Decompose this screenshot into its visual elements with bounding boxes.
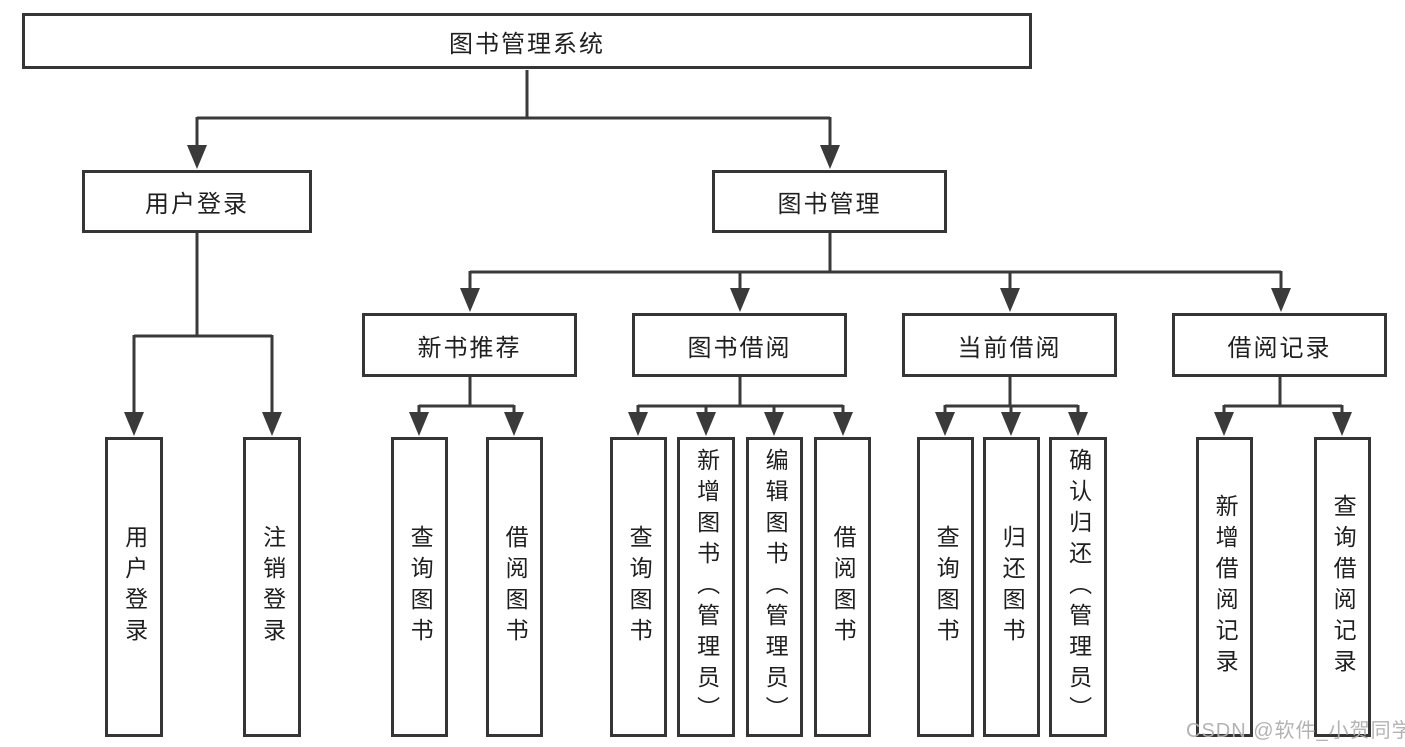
node-leaf-logout: 注销登录 <box>243 437 301 737</box>
node-leaf-query-books-2: 查询图书 <box>610 437 667 737</box>
node-leaf-query-borrow-record: 查询借阅记录 <box>1314 437 1371 737</box>
node-current-borrow: 当前借阅 <box>902 313 1117 377</box>
node-library-management-system: 图书管理系统 <box>22 13 1032 69</box>
watermark: CSDN @软件_小贺同学 <box>1186 720 1405 742</box>
node-book-management: 图书管理 <box>712 170 947 233</box>
node-leaf-edit-books-admin: 编辑图书（管理员） <box>746 437 803 737</box>
node-leaf-add-books-admin: 新增图书（管理员） <box>677 437 735 737</box>
node-leaf-query-books-1: 查询图书 <box>391 437 448 737</box>
node-leaf-add-borrow-record: 新增借阅记录 <box>1196 437 1253 737</box>
node-leaf-return-books: 归还图书 <box>983 437 1040 737</box>
node-leaf-confirm-return-admin: 确认归还（管理员） <box>1049 437 1107 737</box>
node-new-book-recommend: 新书推荐 <box>362 313 577 377</box>
node-leaf-borrow-books-1: 借阅图书 <box>486 437 543 737</box>
node-borrow-records: 借阅记录 <box>1172 313 1387 377</box>
node-user-login: 用户登录 <box>82 170 312 233</box>
node-leaf-borrow-books-2: 借阅图书 <box>814 437 871 737</box>
node-leaf-user-login: 用户登录 <box>105 437 163 737</box>
node-book-borrow: 图书借阅 <box>632 313 847 377</box>
node-leaf-query-books-3: 查询图书 <box>917 437 974 737</box>
